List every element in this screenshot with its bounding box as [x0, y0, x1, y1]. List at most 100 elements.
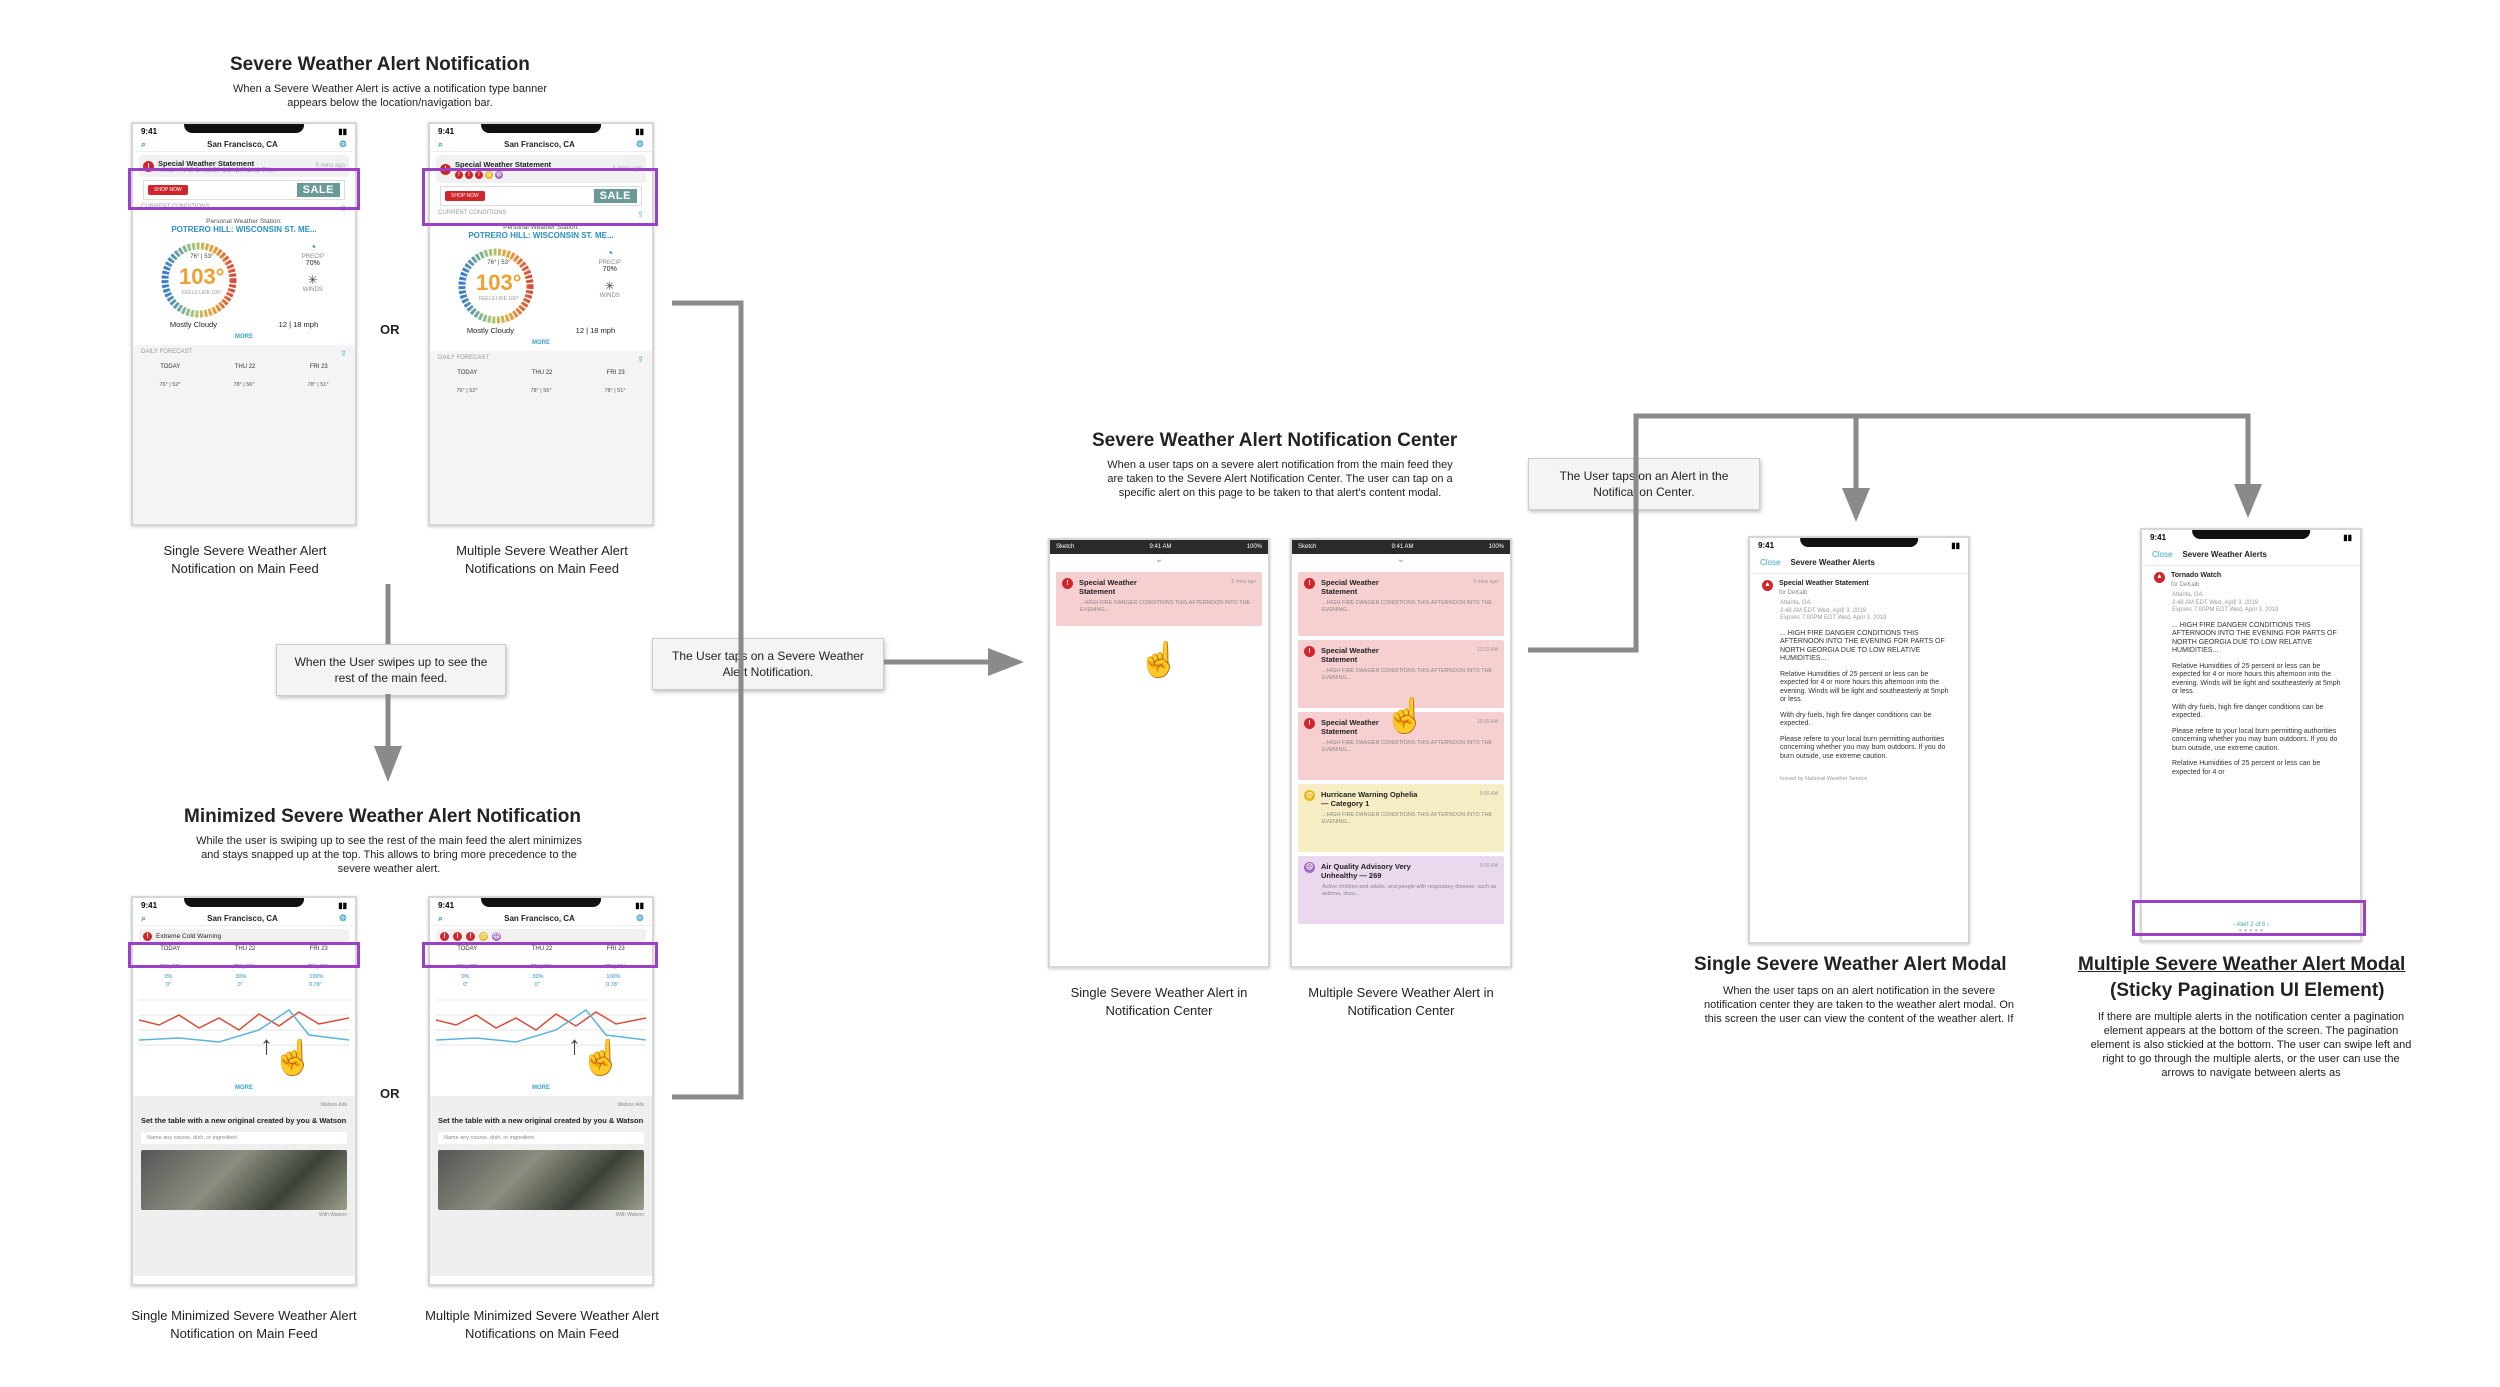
card-title: Special Weather Statement [1321, 646, 1379, 664]
modal-title: Severe Weather Alerts [2182, 550, 2267, 559]
chevron-right-icon[interactable]: › [2267, 922, 2270, 928]
share-icon[interactable]: ⇪ [340, 349, 347, 358]
alert-paragraph: ... HIGH FIRE DANGER CONDITIONS THIS AFT… [2172, 621, 2337, 655]
gear-icon[interactable]: ⚙ [338, 139, 347, 149]
bracket-main-feed [672, 300, 744, 1100]
notch [184, 898, 304, 907]
status-bar: 9:41▮▮ [1758, 540, 1960, 550]
station-label: Personal Weather Station: [503, 224, 579, 231]
swipe-up-arrow-icon: ↑ [568, 1030, 581, 1060]
gauge-ring [458, 248, 534, 324]
card-time: 11:02 AM [1477, 647, 1498, 653]
alert-card[interactable]: !Special Weather Statement ...HIGH FIRE … [1056, 572, 1262, 626]
minimized-alert-banner[interactable]: ! Extreme Cold Warning [139, 929, 349, 943]
station-name[interactable]: POTRERO HILL: WISCONSIN ST. ME... [171, 225, 317, 234]
search-icon[interactable]: ⌕ [438, 139, 444, 149]
chevron-left-icon[interactable]: ‹ [2232, 922, 2235, 928]
winds-label: WINDS [302, 287, 323, 293]
highlight-min-single [128, 942, 360, 968]
card-title: Special Weather Statement [1321, 578, 1379, 596]
nav-bar: ⌕San Francisco, CA⚙ [430, 912, 652, 926]
daily-forecast-label: DAILY FORECAST⇪ [438, 355, 644, 364]
swipe-up-arrow-icon: ↑ [260, 1030, 273, 1060]
more-link[interactable]: MORE [532, 340, 550, 346]
current-temp: 103° [476, 270, 522, 295]
watson-ad[interactable]: Watson Ads Set the table with a new orig… [133, 1096, 355, 1276]
air-quality-icon: ☹ [1304, 862, 1315, 873]
search-icon[interactable]: ⌕ [141, 913, 147, 923]
section-desc-minimized: While the user is swiping up to see the … [196, 835, 582, 875]
alert-icon: ! [143, 160, 154, 172]
more-link[interactable]: MORE [532, 1085, 550, 1091]
shop-now-button[interactable]: SHOP NOW [148, 185, 188, 195]
notch [184, 124, 304, 133]
card-title: Air Quality Advisory Very Unhealthy — 26… [1321, 862, 1411, 880]
search-icon[interactable]: ⌕ [438, 913, 444, 923]
search-icon[interactable]: ⌕ [141, 139, 147, 149]
alert-card[interactable]: !Special Weather Statement ...HIGH FIRE … [1298, 572, 1504, 636]
watson-ad[interactable]: Watson Ads Set the table with a new orig… [430, 1096, 652, 1276]
status-bar: 9:41▮▮ [438, 126, 644, 136]
battery-icon: ▮▮ [2343, 532, 2352, 542]
alert-card[interactable]: @Hurricane Warning Ophelia — Category 1 … [1298, 784, 1504, 852]
battery-icon: ▮▮ [635, 900, 644, 910]
station-name[interactable]: POTRERO HILL: WISCONSIN ST. ME... [468, 231, 614, 240]
alert-card[interactable]: !Special Weather Statement ...HIGH FIRE … [1298, 640, 1504, 708]
gear-icon[interactable]: ⚙ [338, 913, 347, 923]
alert-for: for DeKalb [1779, 589, 1808, 596]
tap-hand-icon: ☝ [1384, 697, 1427, 735]
minimized-alert-banner[interactable]: ! !!@☹ [436, 929, 646, 943]
watson-input[interactable]: Name any course, dish, or ingredient [141, 1132, 347, 1144]
ad-banner[interactable]: SHOP NOW SALE [143, 180, 345, 200]
chevron-down-icon[interactable]: ⌄ [1154, 554, 1164, 565]
gear-icon[interactable]: ⚙ [635, 139, 644, 149]
precip-percents: 0%30%100% [461, 974, 621, 980]
hi-lo-temp: 76° | 53° [487, 260, 511, 266]
card-desc: ...HIGH FIRE DANGER CONDITIONS THIS AFTE… [1322, 740, 1493, 753]
conditions-widget: 76° | 53° 103° FEELS LIKE 100° ◔ PRECIP … [133, 234, 355, 320]
sale-text: SALE [296, 183, 340, 197]
alert-icon: ! [440, 931, 449, 941]
hi-lo-temp: 76° | 53° [190, 254, 214, 260]
section-desc-single-modal: When the user taps on an alert notificat… [1697, 985, 2022, 1028]
condition-text: Mostly Cloudy [169, 320, 217, 329]
section-subtitle-multi-modal: (Sticky Pagination UI Element) [2110, 980, 2385, 1001]
card-desc: ...HIGH FIRE DANGER CONDITIONS THIS AFTE… [1080, 600, 1251, 613]
alert-name: Tornado Watch [2171, 572, 2222, 579]
connector-center-to-modals [1528, 413, 2251, 653]
more-link[interactable]: MORE [235, 1085, 253, 1091]
precip-percents: 0%30%100% [164, 974, 324, 980]
watson-title: Set the table with a new original create… [438, 1116, 644, 1125]
close-button[interactable]: Close [2152, 550, 2173, 559]
watson-input[interactable]: Name any course, dish, or ingredient [438, 1132, 644, 1144]
chevron-down-icon[interactable]: ⌄ [1396, 554, 1406, 565]
food-image [141, 1150, 347, 1210]
close-button[interactable]: Close [1760, 558, 1781, 567]
gear-icon[interactable]: ⚙ [635, 913, 644, 923]
share-icon[interactable]: ⇪ [637, 355, 644, 364]
share-icon[interactable]: ⇪ [637, 210, 644, 219]
or-label: OR [380, 1086, 400, 1101]
hurricane-icon: @ [1304, 790, 1315, 801]
more-link[interactable]: MORE [235, 334, 253, 340]
alert-card[interactable]: ☹ Air Quality Advisory Very Unhealthy — 2… [1298, 856, 1504, 924]
note-tap-center: The User taps on an Alert in the Notific… [1528, 458, 1760, 510]
nav-bar: ⌕San Francisco, CA⚙ [133, 138, 355, 152]
precip-icon: ◔ [309, 240, 317, 254]
alert-for: for DeKalb [2171, 581, 2200, 588]
modal-title: Severe Weather Alerts [1790, 558, 1875, 567]
caption-single-min: Single Minimized Severe Weather Alert No… [131, 1308, 357, 1341]
alert-card[interactable]: !Special Weather Statement ...HIGH FIRE … [1298, 712, 1504, 780]
pager-label: Alert 2 of 5 [2236, 922, 2266, 928]
alert-icon: ▲ [2154, 572, 2165, 583]
nav-bar: ⌕San Francisco, CA⚙ [133, 912, 355, 926]
current-temp: 103° [179, 264, 225, 289]
battery-icon: ▮▮ [338, 126, 347, 136]
wind-icon: ✳ [307, 273, 318, 287]
